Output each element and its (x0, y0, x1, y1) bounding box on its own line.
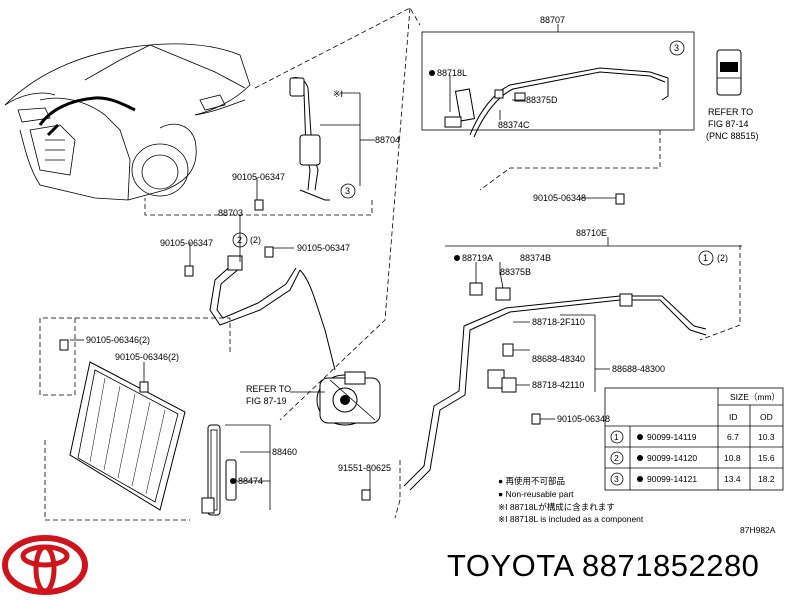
legend-en-component: ※I 88718L is included as a component (498, 514, 644, 524)
legend-jp-component: ※I 88718Lが構成に含まれます (498, 502, 615, 512)
size-row-1-mark: 1 (614, 432, 619, 442)
size-row-2-od: 15.6 (758, 453, 775, 463)
size-row-1-od: 10.3 (758, 432, 775, 442)
circle-marks: 3 3 2 (2) 1 (2) (232, 40, 728, 266)
brand-part-number: 8871852280 (582, 548, 760, 583)
label-refer-top-3: (PNC 88515) (706, 131, 759, 141)
size-table-title: SIZE（mm） (730, 392, 780, 402)
label-refer-top-2: FIG 87-14 (708, 119, 749, 129)
label-88719A: 88719A (462, 253, 493, 263)
assembly-88707 (421, 24, 742, 138)
size-row-3-id: 13.4 (724, 474, 741, 484)
label-88703: 88703 (218, 208, 243, 218)
label-88688-48340: 88688-48340 (532, 354, 585, 364)
label-refer-top-1: REFER TO (708, 107, 753, 117)
size-row-1-id: 6.7 (727, 432, 739, 442)
condenser-88460 (59, 339, 371, 516)
label-88718-42110: 88718-42110 (532, 380, 584, 390)
part-labels: 88707 88718L 88375D 88374C REFER TO FIG … (86, 15, 759, 486)
legend-notes: ● 再使用不可部品 ● Non-reusable part ※I 88718Lが… (498, 476, 776, 535)
mark-2-qty: (2) (250, 235, 261, 245)
mark-3-top: 3 (674, 43, 679, 53)
size-row-2-mark: 2 (614, 453, 619, 463)
label-88460: 88460 (272, 447, 297, 457)
label-90105-06347-b: 90105-06347 (160, 238, 213, 248)
brand-part-title: TOYOTA 8871852280 (447, 548, 759, 584)
label-88718L: 88718L (437, 68, 467, 78)
label-90105-06346-b: 90105-06346(2) (115, 352, 179, 362)
label-88710E: 88710E (576, 228, 607, 238)
label-88375B: 88375B (500, 267, 531, 277)
label-90105-06348-b: 90105-06348 (557, 414, 610, 424)
mark-2: 2 (237, 235, 242, 245)
toyota-logo (2, 535, 88, 595)
size-row-3-mark: 3 (614, 474, 619, 484)
label-91551-80625: 91551-80625 (338, 463, 391, 473)
leader-lines (70, 75, 616, 490)
label-refer-mid-2: FIG 87-19 (246, 396, 287, 406)
label-88707: 88707 (540, 15, 565, 25)
label-88704: 88704 (375, 135, 400, 145)
size-table-header-od: OD (760, 412, 773, 422)
label-x1: ※I (333, 89, 343, 99)
size-row-2-id: 10.8 (724, 453, 741, 463)
brand-name: TOYOTA (447, 548, 573, 583)
size-row-3-part: 90099-14121 (647, 474, 697, 484)
mark-1: 1 (703, 253, 708, 263)
label-88474: 88474 (238, 476, 263, 486)
mark-3-hose: 3 (345, 186, 350, 196)
compressor (290, 371, 381, 426)
label-88718-2F110: 88718-2F110 (532, 317, 585, 327)
size-row-2-part: 90099-14120 (647, 453, 697, 463)
size-row-3-od: 18.2 (758, 474, 775, 484)
size-table-header-id: ID (729, 412, 738, 422)
liquid-pipe-88710E (403, 193, 742, 491)
legend-en-nonreuse: ● Non-reusable part (498, 489, 574, 499)
hose-88704 (254, 77, 375, 211)
dashed-guides (39, 7, 741, 521)
label-90105-06346-a: 90105-06346(2) (86, 335, 150, 345)
size-table: SIZE（mm） ID OD 1 90099-14119 6.7 10.3 2 … (604, 387, 784, 491)
label-88374C: 88374C (498, 120, 530, 130)
label-90105-06347-c: 90105-06347 (297, 243, 350, 253)
size-row-1-part: 90099-14119 (647, 432, 697, 442)
label-88375D: 88375D (526, 95, 558, 105)
hose-88703 (184, 246, 336, 371)
label-refer-mid-1: REFER TO (246, 384, 291, 394)
label-88688-48300: 88688-48300 (612, 364, 665, 374)
mark-1-qty: (2) (717, 253, 728, 263)
label-90105-06348-a: 90105-06348 (533, 193, 586, 203)
label-88374B: 88374B (520, 253, 551, 263)
vehicle-front-illustration (4, 43, 251, 201)
label-90105-06347-a: 90105-06347 (232, 172, 285, 182)
diagram-code: 87H982A (740, 525, 776, 535)
legend-jp-nonreuse: ● 再使用不可部品 (498, 476, 565, 486)
